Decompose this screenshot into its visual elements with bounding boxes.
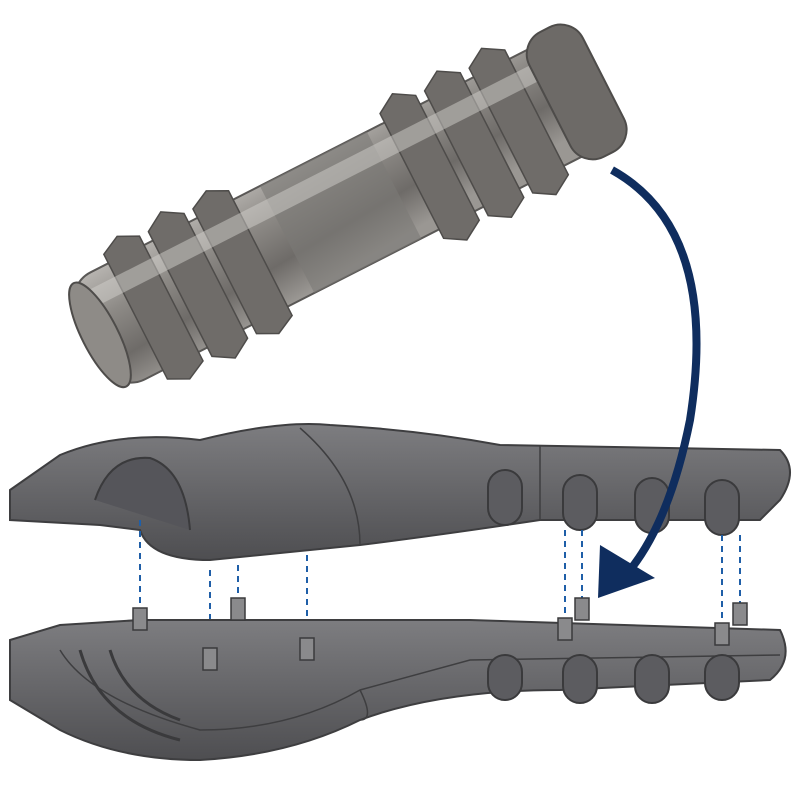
housing-top-half: [9, 423, 791, 562]
housing-bottom-half: [9, 597, 787, 762]
alignment-guides: [139, 520, 741, 650]
curved-arrow: [598, 166, 701, 598]
grip-slots-bottom: [487, 654, 740, 704]
grip-slots-top: [487, 469, 740, 536]
screw-bosses: [132, 597, 748, 671]
threaded-insert: [68, 23, 628, 389]
